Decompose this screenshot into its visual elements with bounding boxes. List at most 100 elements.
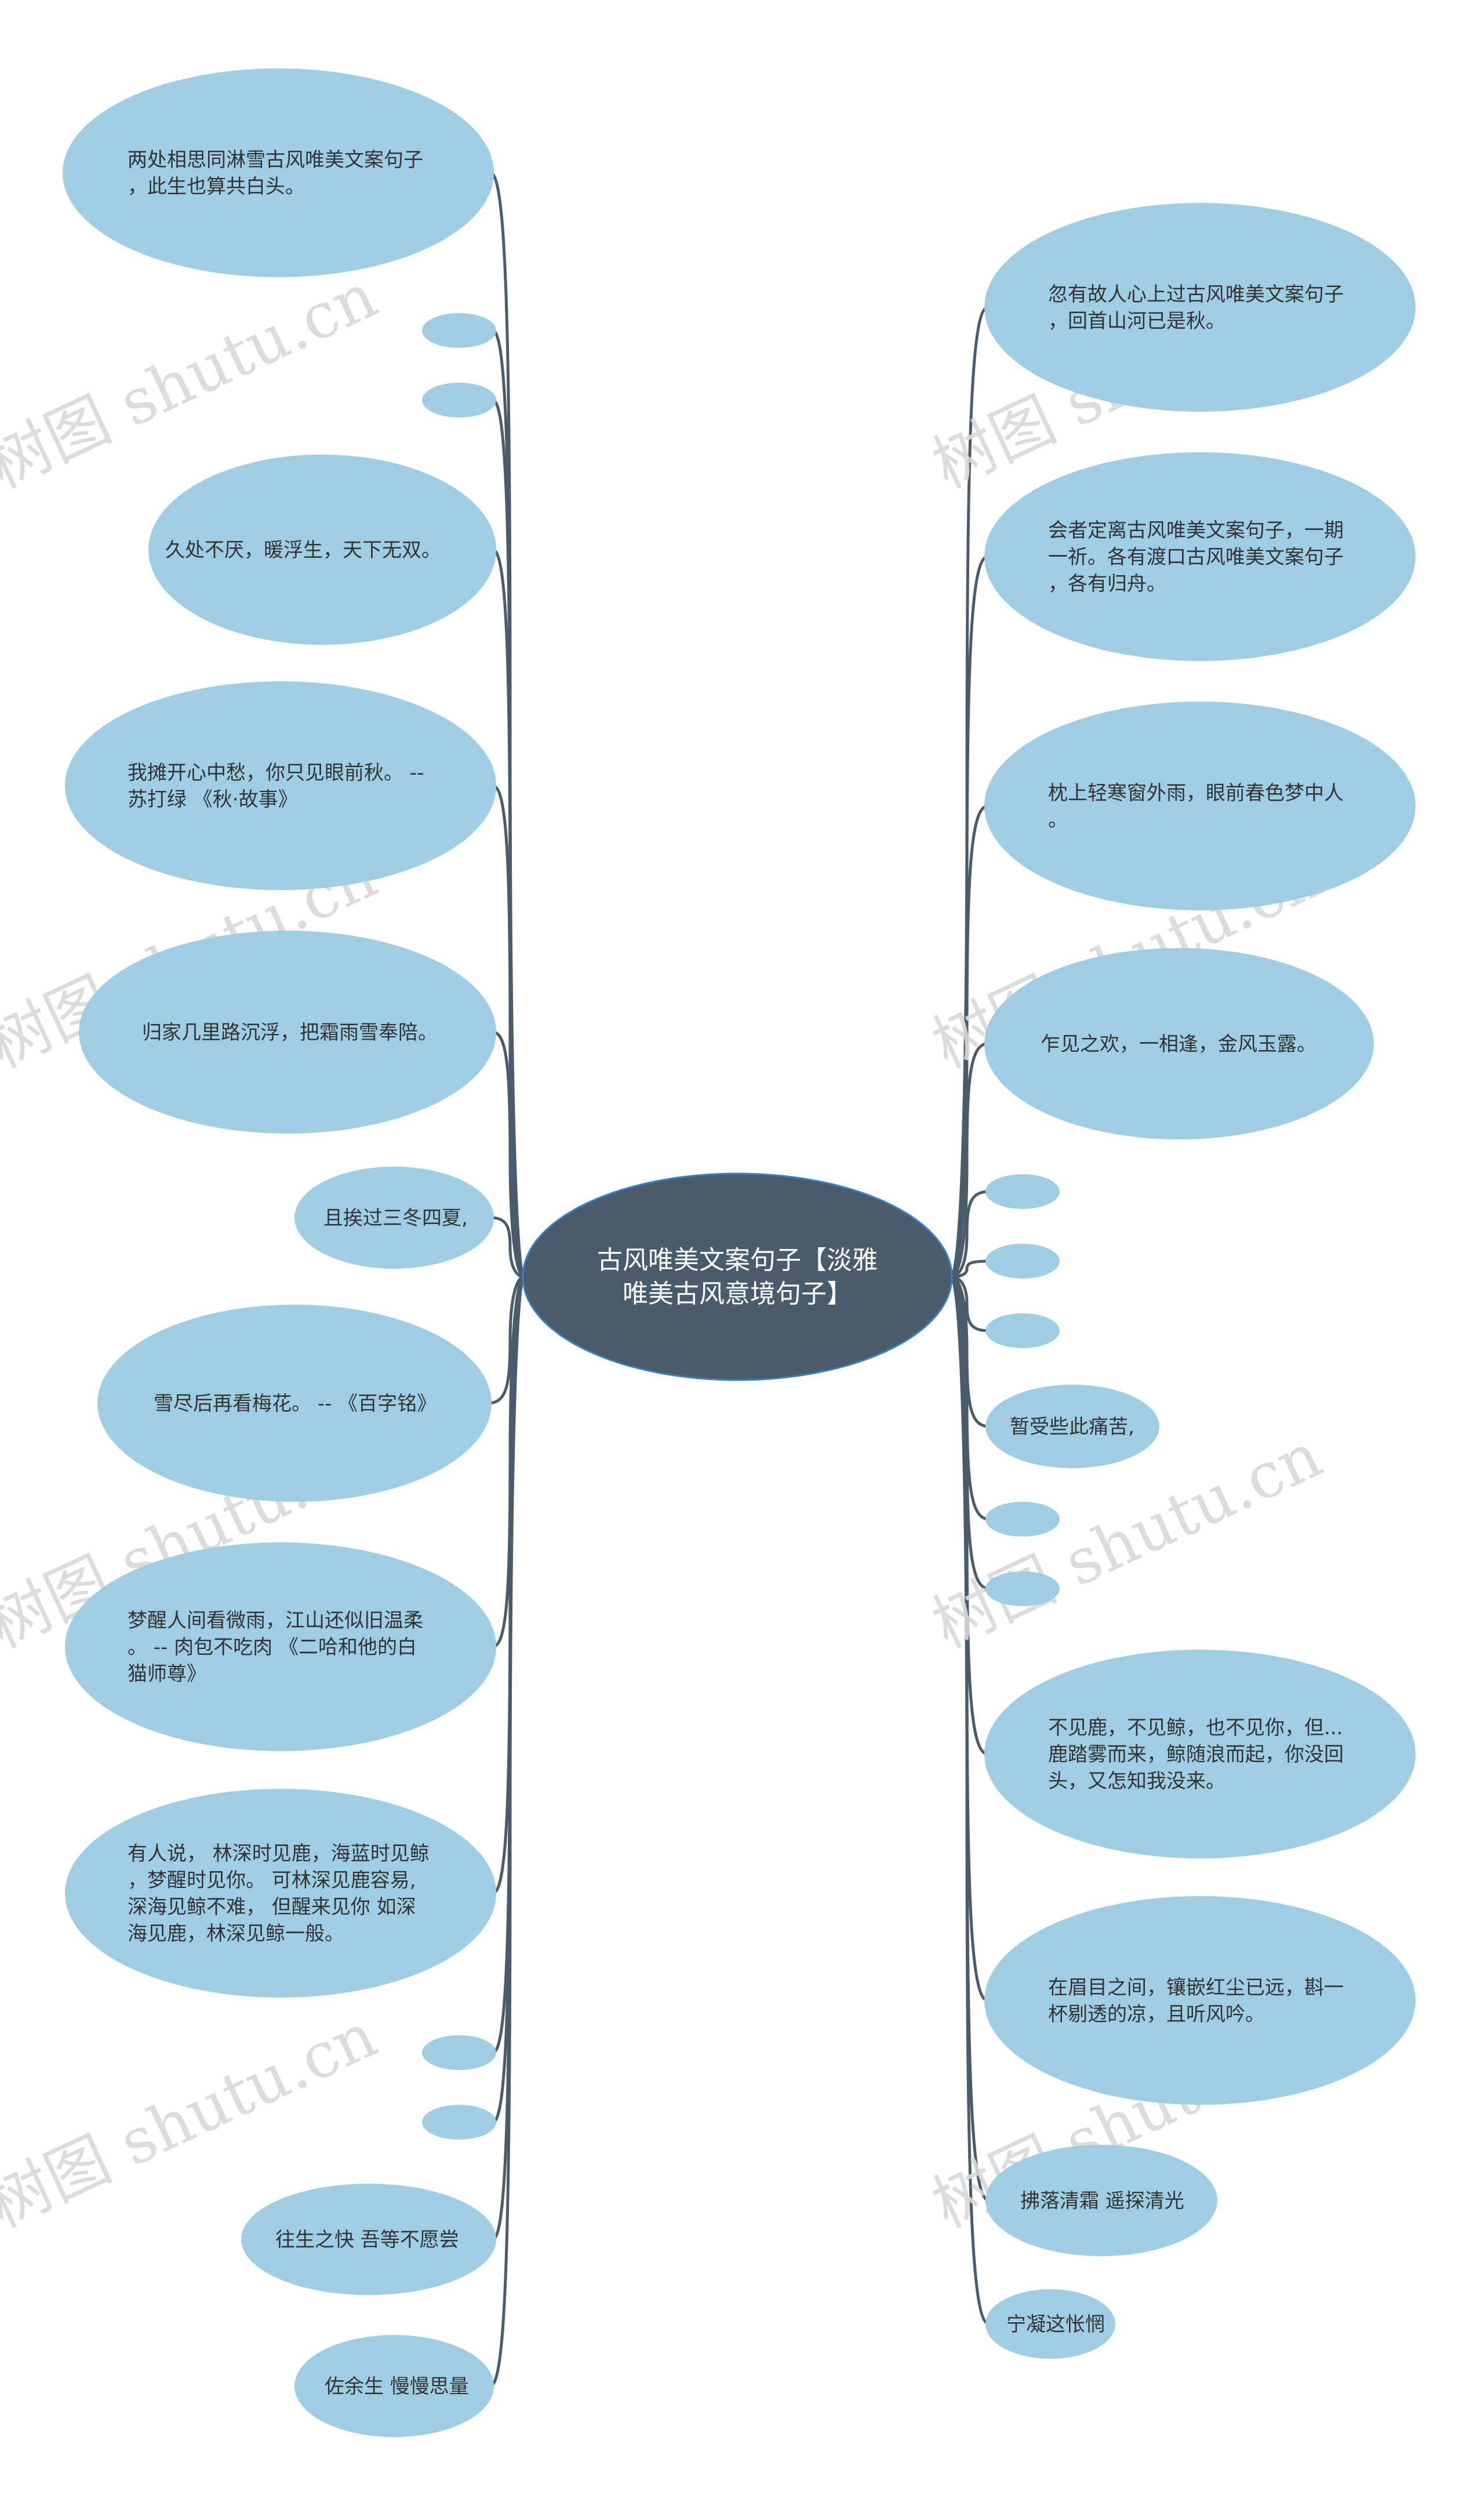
right-topic-bubble bbox=[984, 1896, 1416, 2105]
left-topic-node[interactable]: 归家几里路沉浮，把霜雨雪奉陪。 bbox=[79, 931, 496, 1134]
left-connector-line bbox=[490, 171, 525, 1279]
right-topic-text: 在眉目之间，镶嵌红尘已远，斟一 bbox=[1048, 1976, 1344, 1999]
left-topic-bubble bbox=[422, 2035, 496, 2070]
left-topic-bubble bbox=[63, 68, 494, 277]
left-topic-node[interactable]: 往生之快 吾等不愿尝 bbox=[241, 2184, 496, 2295]
root-topic-bubble bbox=[522, 1172, 953, 1381]
left-topic-node[interactable]: 且挨过三冬四夏, bbox=[294, 1167, 494, 1269]
root-topic-text: 唯美古风意境句子】 bbox=[623, 1279, 852, 1309]
left-topic-bubble bbox=[148, 455, 496, 645]
left-topic-text: 往生之快 吾等不愿尝 bbox=[275, 2228, 459, 2252]
right-topic-text: 头，又怎知我没来。 bbox=[1048, 1770, 1225, 1793]
right-topic-text: 拂落清霜 遥探清光 bbox=[1020, 2189, 1184, 2213]
right-topic-bubble bbox=[984, 452, 1416, 661]
left-topic-text: 深海见鲸不难， 但醒来见你 如深 bbox=[128, 1895, 416, 1919]
left-topic-text: 两处相思同淋雪古风唯美文案句子 bbox=[128, 148, 423, 172]
right-topic-node[interactable]: 宁凝这怅惘 bbox=[985, 2289, 1115, 2359]
right-topic-bubble bbox=[985, 1571, 1060, 1606]
right-topic-bubble bbox=[985, 2289, 1115, 2359]
left-topic-bubble bbox=[65, 681, 496, 890]
right-topic-bubble bbox=[985, 1385, 1159, 1468]
left-topic-node[interactable]: 佐余生 慢慢思量 bbox=[294, 2335, 494, 2437]
left-topic-bubble bbox=[65, 1789, 496, 1998]
left-topic-text: ，梦醒时见你。 可林深见鹿容易, bbox=[128, 1869, 416, 1892]
left-topic-bubble bbox=[79, 931, 496, 1134]
right-connector-line bbox=[950, 804, 988, 1279]
left-topic-text: ，此生也算共白头。 bbox=[128, 175, 305, 198]
right-topic-text: 会者定离古风唯美文案句子，一期 bbox=[1048, 519, 1344, 542]
right-connector-line bbox=[950, 1190, 990, 1279]
right-topic-node[interactable]: 乍见之欢，一相逢，金风玉露。 bbox=[984, 948, 1374, 1139]
left-topic-node[interactable] bbox=[422, 2105, 496, 2140]
left-connector-line bbox=[492, 1275, 525, 1648]
left-topic-text: 且挨过三冬四夏, bbox=[323, 1207, 468, 1230]
left-topic-text: 猫师尊》 bbox=[128, 1662, 206, 1686]
right-topic-node[interactable]: 暂受些此痛苦, bbox=[985, 1385, 1159, 1468]
left-topic-text: 梦醒人间看微雨，江山还似旧温柔 bbox=[128, 1609, 423, 1632]
topic-nodes: 两处相思同淋雪古风唯美文案句子 ，此生也算共白头。久处不厌，暖浮生，天下无双。我摊… bbox=[63, 68, 1416, 2437]
left-topic-node[interactable]: 有人说， 林深时见鹿，海蓝时见鲸，梦醒时见你。 可林深见鹿容易,深海见鲸不难， … bbox=[65, 1789, 496, 1998]
left-topic-bubble bbox=[294, 1167, 494, 1269]
right-topic-text: 宁凝这怅惘 bbox=[1006, 2313, 1105, 2336]
left-topic-node[interactable] bbox=[422, 313, 496, 348]
left-topic-node[interactable] bbox=[422, 2035, 496, 2070]
right-topic-text: 枕上轻寒窗外雨，眼前春色梦中人 bbox=[1048, 782, 1344, 805]
right-connector-line bbox=[950, 1259, 990, 1279]
right-topic-node[interactable] bbox=[985, 1502, 1060, 1537]
left-topic-node[interactable]: 久处不厌，暖浮生，天下无双。 bbox=[148, 455, 496, 645]
left-topic-text: 我摊开心中愁，你只见眼前秋。 -- bbox=[128, 761, 424, 785]
left-topic-bubble bbox=[97, 1305, 492, 1502]
right-connector-line bbox=[950, 1275, 990, 2202]
left-topic-text: 雪尽后再看梅花。 -- 《百字铭》 bbox=[154, 1392, 437, 1415]
right-topic-bubble bbox=[984, 702, 1416, 910]
root-topic-text: 古风唯美文案句子【淡雅 bbox=[597, 1245, 878, 1275]
right-topic-text: 乍见之欢，一相逢，金风玉露。 bbox=[1041, 1033, 1316, 1056]
left-topic-node[interactable]: 我摊开心中愁，你只见眼前秋。 -- 苏打绿 《秋·故事》 bbox=[65, 681, 496, 890]
left-connector-line bbox=[492, 1030, 525, 1279]
left-topic-node[interactable]: 雪尽后再看梅花。 -- 《百字铭》 bbox=[97, 1305, 492, 1502]
right-topic-text: 鹿踏雾而来，鲸随浪而起，你没回 bbox=[1048, 1743, 1344, 1766]
left-topic-bubble bbox=[422, 2105, 496, 2140]
right-topic-bubble bbox=[985, 1174, 1060, 1209]
left-connector-line bbox=[490, 1216, 525, 1279]
right-topic-node[interactable] bbox=[985, 1571, 1060, 1606]
left-topic-text: 苏打绿 《秋·故事》 bbox=[128, 788, 298, 811]
right-topic-node[interactable]: 不见鹿，不见鲸，也不见你，但...鹿踏雾而来，鲸随浪而起，你没回头，又怎知我没来… bbox=[984, 1650, 1416, 1858]
right-topic-node[interactable]: 忽有故人心上过古风唯美文案句子，回首山河已是秋。 bbox=[984, 203, 1416, 412]
right-topic-text: 忽有故人心上过古风唯美文案句子 bbox=[1048, 283, 1344, 306]
left-connector-line bbox=[492, 398, 525, 1279]
right-topic-node[interactable]: 枕上轻寒窗外雨，眼前春色梦中人。 bbox=[984, 702, 1416, 910]
left-topic-bubble bbox=[294, 2335, 494, 2437]
left-topic-node[interactable]: 两处相思同淋雪古风唯美文案句子 ，此生也算共白头。 bbox=[63, 68, 494, 277]
left-topic-bubble bbox=[422, 313, 496, 348]
left-connector-line bbox=[492, 784, 525, 1279]
left-topic-text: 海见鹿，林深见鲸一般。 bbox=[128, 1922, 344, 1945]
right-topic-bubble bbox=[985, 1313, 1060, 1348]
left-topic-text: 久处不厌，暖浮生，天下无双。 bbox=[165, 539, 441, 562]
right-topic-node[interactable] bbox=[985, 1244, 1060, 1279]
right-topic-text: 一祈。各有渡口古风唯美文案句子 bbox=[1048, 546, 1344, 569]
right-topic-node[interactable] bbox=[985, 1313, 1060, 1348]
left-topic-bubble bbox=[422, 383, 496, 417]
left-connector-line bbox=[488, 1275, 525, 1405]
right-topic-text: 杯剔透的凉，且听风吟。 bbox=[1048, 2003, 1265, 2026]
left-topic-node[interactable] bbox=[422, 383, 496, 417]
left-topic-bubble bbox=[65, 1542, 496, 1751]
right-topic-node[interactable] bbox=[985, 1174, 1060, 1209]
right-topic-bubble bbox=[984, 948, 1374, 1139]
right-topic-text: 。 bbox=[1048, 808, 1068, 831]
right-topic-bubble bbox=[984, 203, 1416, 412]
right-connector-line bbox=[950, 1275, 990, 1332]
right-topic-text: 暂受些此痛苦, bbox=[1010, 1415, 1134, 1439]
left-topic-text: 归家几里路沉浮，把霜雨雪奉陪。 bbox=[142, 1021, 438, 1044]
right-topic-node[interactable]: 拂落清霜 遥探清光 bbox=[985, 2145, 1217, 2256]
right-connector-line bbox=[950, 1275, 990, 2326]
right-topic-text: ，各有归舟。 bbox=[1048, 572, 1166, 595]
left-topic-text: 。 -- 肉包不吃肉 《二哈和他的白 bbox=[128, 1636, 417, 1659]
left-connector-line bbox=[490, 1275, 525, 2388]
